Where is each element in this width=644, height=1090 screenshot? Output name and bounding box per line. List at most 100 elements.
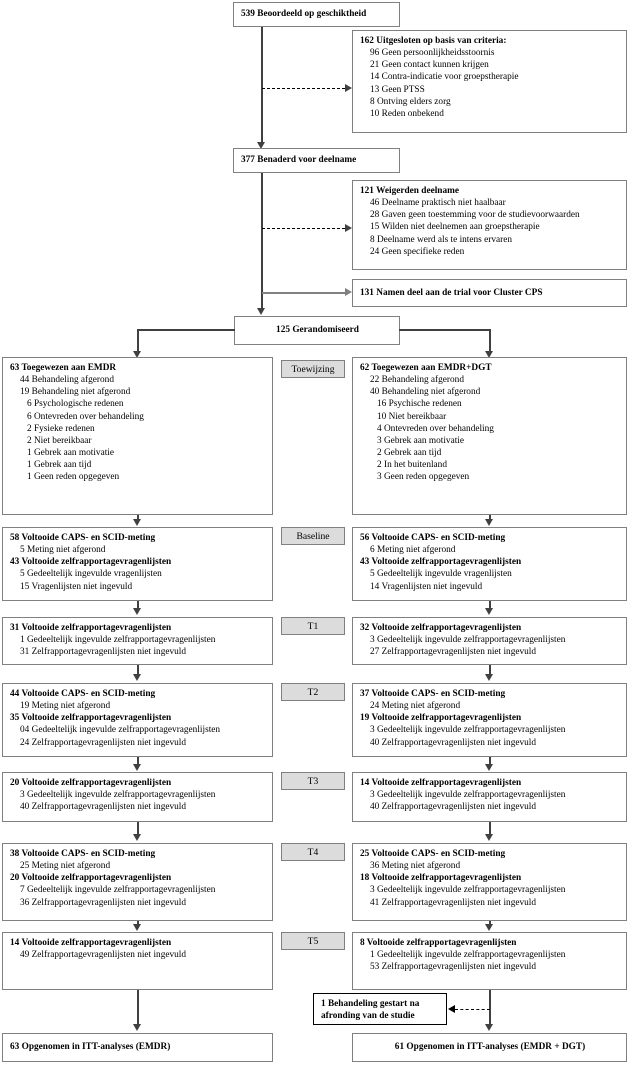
t3-left-box: 20 Voltooide zelfrapportagevragenlijsten…: [2, 772, 273, 822]
allocation-left-line: 1 Gebrek aan tijd: [27, 460, 92, 471]
t2-left-box: 44 Voltooide CAPS- en SCID-meting 19 Met…: [2, 683, 273, 757]
dashed-late-start-connector: [455, 1009, 490, 1010]
stage-t1-text: T1: [307, 620, 319, 632]
arrow-left-to-t5: [133, 924, 142, 931]
arrow-left-to-t3: [133, 764, 142, 771]
stage-t5-text: T5: [307, 935, 319, 947]
arrow-left-to-t4: [133, 834, 142, 841]
t4-left-line: 7 Gedeeltelijk ingevulde zelfrapportagev…: [20, 885, 216, 896]
stage-label-baseline: Baseline: [281, 527, 345, 545]
allocation-left-line: 44 Behandeling afgerond: [20, 375, 114, 386]
arrow-to-excluded: [345, 84, 352, 93]
allocation-right-line: 2 In het buitenland: [377, 460, 447, 471]
t1-right-header: 32 Voltooide zelfrapportagevragenlijsten: [360, 623, 522, 633]
arrow-left-to-baseline: [133, 519, 142, 526]
t2-right-line: 24 Meting niet afgerond: [370, 701, 461, 712]
stage-label-t1: T1: [281, 617, 345, 635]
connector-left-alloc-baseline: [137, 515, 139, 521]
connector-left-baseline-t1: [137, 601, 139, 610]
t3-right-header: 14 Voltooide zelfrapportagevragenlijsten: [360, 778, 522, 788]
assessed-box: 539 Beoordeeld op geschiktheid: [233, 2, 400, 27]
stage-allocation-text: Toewijzing: [291, 363, 335, 375]
stage-label-allocation: Toewijzing: [281, 360, 345, 378]
t5-left-header: 14 Voltooide zelfrapportagevragenlijsten: [10, 938, 172, 948]
t5-left-line: 49 Zelfrapportagevragenlijsten niet inge…: [20, 950, 186, 961]
late-start-text: 1 Behandeling gestart na afronding van d…: [321, 999, 420, 1022]
arrow-right-to-t2: [485, 674, 494, 681]
late-start-line-1: 1 Behandeling gestart na afronding van d…: [321, 998, 440, 1022]
t2-right-line: 40 Zelfrapportagevragenlijsten niet inge…: [370, 737, 536, 748]
connector-right-t2-t3: [489, 757, 491, 766]
split-right-vertical: [489, 329, 491, 353]
refused-header: 121 Weigerden deelname: [360, 186, 459, 196]
baseline-left-header: 58 Voltooide CAPS- en SCID-meting: [10, 533, 156, 543]
randomized-box: 125 Gerandomiseerd: [234, 316, 400, 345]
baseline-left-box: 58 Voltooide CAPS- en SCID-meting 5 Meti…: [2, 527, 273, 601]
arrow-to-emdrdgt-arm: [485, 351, 494, 358]
arrow-to-emdr-arm: [133, 351, 142, 358]
connector-left-t2-t3: [137, 757, 139, 766]
allocation-left-line: 6 Ontevreden over behandeling: [27, 411, 144, 422]
randomized-label: 125 Gerandomiseerd: [276, 325, 359, 336]
excluded-header: 162 Uitgesloten op basis van criteria:: [360, 36, 507, 46]
t2-right-line: 19 Voltooide zelfrapportagevragenlijsten: [360, 713, 522, 724]
split-left-horizontal: [137, 329, 235, 331]
allocation-left-line: 1 Gebrek aan motivatie: [27, 448, 114, 459]
stage-baseline-text: Baseline: [296, 530, 330, 542]
itt-right-label: 61 Opgenomen in ITT-analyses (EMDR + DGT…: [394, 1042, 586, 1053]
t4-right-line: 18 Voltooide zelfrapportagevragenlijsten: [360, 873, 522, 884]
t4-left-header: 38 Voltooide CAPS- en SCID-meting: [10, 849, 156, 859]
excluded-reason: 21 Geen contact kunnen krijgen: [370, 60, 489, 71]
approached-box: 377 Benaderd voor deelname: [233, 148, 400, 173]
cluster-cps-label: 131 Namen deel aan de trial voor Cluster…: [360, 287, 543, 298]
stage-label-t5: T5: [281, 932, 345, 950]
baseline-right-header: 56 Voltooide CAPS- en SCID-meting: [360, 533, 506, 543]
baseline-left-line: 43 Voltooide zelfrapportagevragenlijsten: [10, 557, 172, 568]
t3-left-line: 3 Gedeeltelijk ingevulde zelfrapportagev…: [20, 790, 216, 801]
dashed-refused-connector: [262, 228, 345, 229]
allocation-right-line: 40 Behandeling niet afgerond: [370, 387, 481, 398]
allocation-left-line: 19 Behandeling niet afgerond: [20, 387, 131, 398]
allocation-left-line: 1 Geen reden opgegeven: [27, 472, 120, 483]
connector-left-t3-t4: [137, 822, 139, 836]
t1-right-box: 32 Voltooide zelfrapportagevragenlijsten…: [352, 617, 627, 665]
t4-left-line: 25 Meting niet afgerond: [20, 861, 111, 872]
connector-right-t5-itt: [489, 990, 491, 1026]
assessed-label: 539 Beoordeeld op geschiktheid: [241, 9, 367, 20]
allocation-left-box: 63 Toegewezen aan EMDR 44 Behandeling af…: [2, 357, 273, 515]
t3-left-line: 40 Zelfrapportagevragenlijsten niet inge…: [20, 802, 186, 813]
allocation-right-line: 3 Gebrek aan motivatie: [377, 435, 464, 446]
excluded-box: 162 Uitgesloten op basis van criteria: 9…: [352, 30, 627, 133]
t2-left-line: 35 Voltooide zelfrapportagevragenlijsten: [10, 713, 172, 724]
arrow-right-to-baseline: [485, 519, 494, 526]
itt-left-label: 63 Opgenomen in ITT-analyses (EMDR): [10, 1042, 171, 1053]
t4-left-box: 38 Voltooide CAPS- en SCID-meting 25 Met…: [2, 843, 273, 921]
baseline-left-line: 15 Vragenlijsten niet ingevuld: [20, 581, 133, 592]
t3-right-line: 3 Gedeeltelijk ingevulde zelfrapportagev…: [370, 790, 566, 801]
refused-reason: 15 Wilden niet deelnemen aan groepsthera…: [370, 222, 540, 233]
arrow-to-refused: [345, 224, 352, 233]
baseline-right-line: 43 Voltooide zelfrapportagevragenlijsten: [360, 557, 522, 568]
t2-left-line: 24 Zelfrapportagevragenlijsten niet inge…: [20, 737, 186, 748]
baseline-left-line: 5 Gedeeltelijk ingevulde vragenlijsten: [20, 569, 162, 580]
t5-right-line: 1 Gedeeltelijk ingevulde zelfrapportagev…: [370, 950, 566, 961]
arrow-left-to-t2: [133, 674, 142, 681]
split-right-horizontal: [399, 329, 490, 331]
cluster-cps-connector: [262, 292, 345, 294]
allocation-right-box: 62 Toegewezen aan EMDR+DGT 22 Behandelin…: [352, 357, 627, 515]
connector-right-t1-t2: [489, 665, 491, 676]
t1-left-line: 31 Zelfrapportagevragenlijsten niet inge…: [20, 647, 186, 658]
t3-right-box: 14 Voltooide zelfrapportagevragenlijsten…: [352, 772, 627, 822]
baseline-right-line: 6 Meting niet afgerond: [370, 545, 456, 556]
allocation-right-header: 62 Toegewezen aan EMDR+DGT: [360, 363, 492, 373]
late-start-box: 1 Behandeling gestart na afronding van d…: [313, 993, 447, 1025]
t5-left-box: 14 Voltooide zelfrapportagevragenlijsten…: [2, 932, 273, 990]
stage-label-t2: T2: [281, 683, 345, 701]
t3-right-line: 40 Zelfrapportagevragenlijsten niet inge…: [370, 802, 536, 813]
allocation-right-line: 22 Behandeling afgerond: [370, 375, 464, 386]
connector-right-t3-t4: [489, 822, 491, 836]
arrow-to-approached: [257, 142, 266, 149]
excluded-reason: 8 Ontving elders zorg: [370, 96, 451, 107]
t1-right-line: 3 Gedeeltelijk ingevulde zelfrapportagev…: [370, 635, 566, 646]
